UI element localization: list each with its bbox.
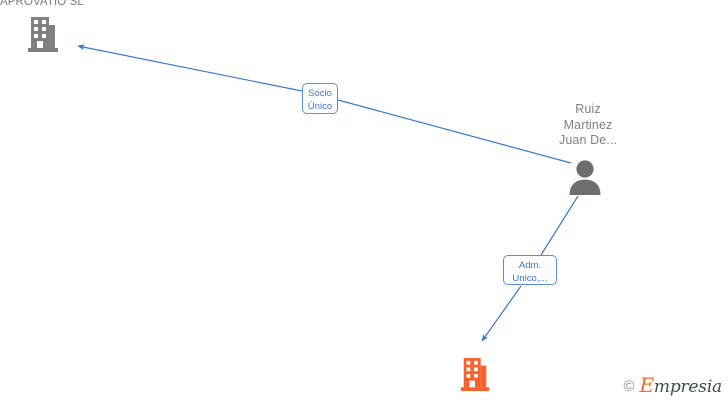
copyright-icon: © xyxy=(623,377,635,395)
person-label: Ruiz Martinez Juan De... xyxy=(559,102,617,147)
building-icon-highlighted[interactable] xyxy=(459,357,491,398)
edge-label-socio-unico[interactable]: Socio Único xyxy=(302,83,338,114)
logo-rest: mpresia xyxy=(653,377,722,397)
building-icon[interactable] xyxy=(26,16,60,59)
company-top-label: APROVATIO SL xyxy=(0,0,84,8)
empresia-logo[interactable]: © Empresia xyxy=(623,373,723,397)
edge-label-adm-unico[interactable]: Adm. Unico,... xyxy=(503,255,557,285)
logo-initial: E xyxy=(639,373,655,397)
person-icon[interactable] xyxy=(566,158,604,201)
logo-wordmark: Empresia xyxy=(639,373,723,397)
